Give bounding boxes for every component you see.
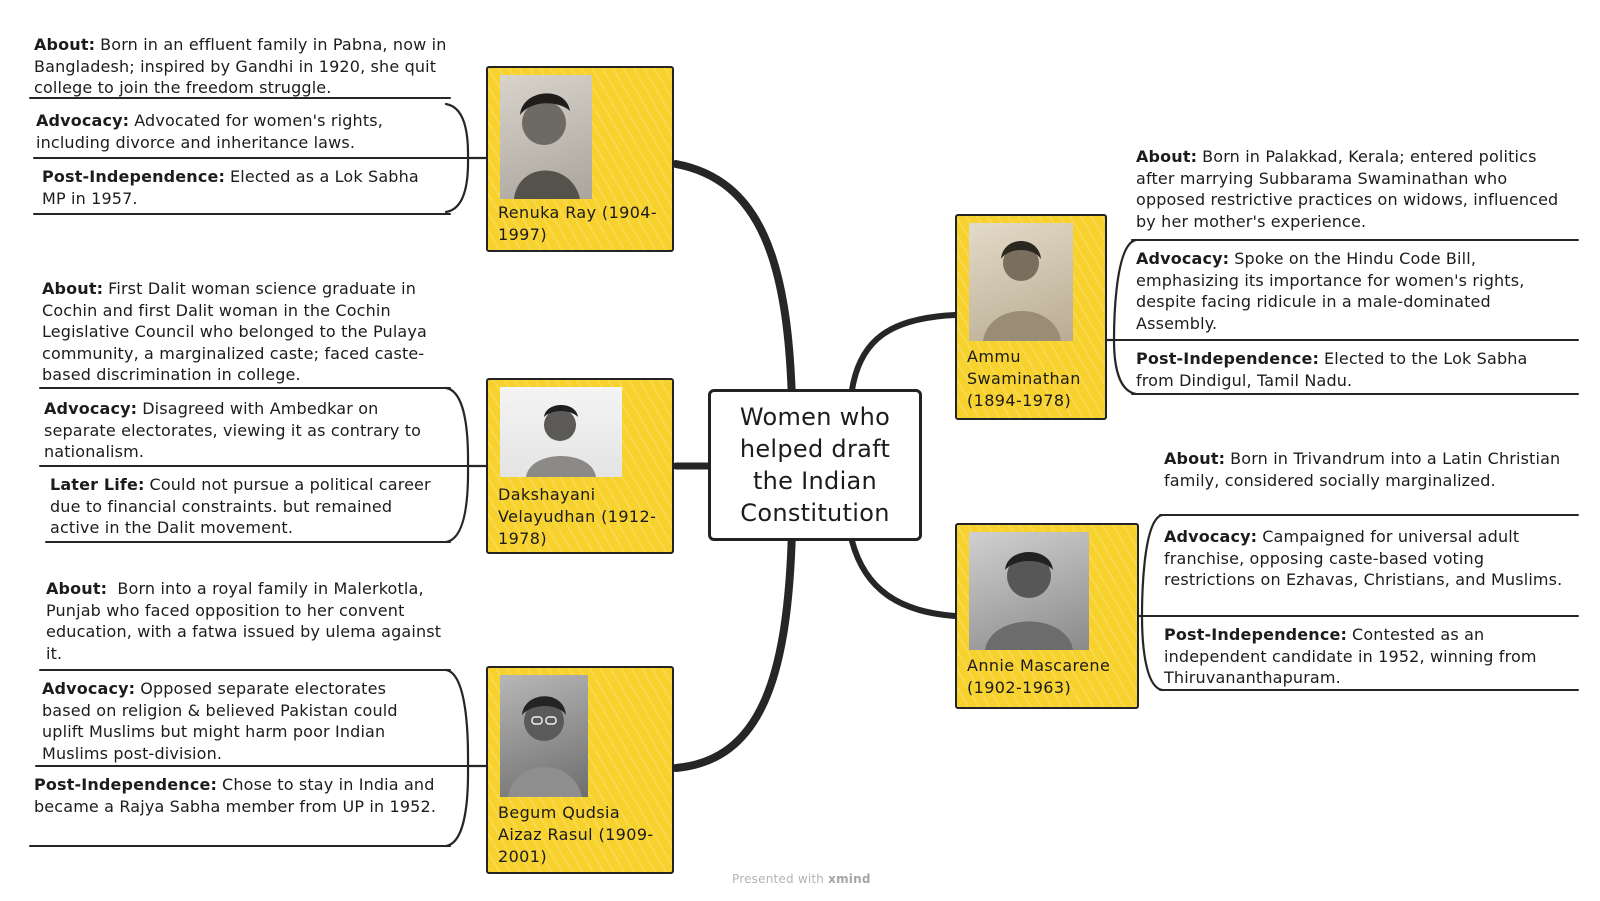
central-topic-text: Women who helped draft the Indian Consti…: [739, 403, 891, 527]
note-label: About:: [42, 279, 104, 298]
note-text: Disagreed with Ambedkar on separate elec…: [44, 399, 422, 461]
branch-ammu-swaminathan: [849, 312, 958, 393]
bracket-begum-qudsia: [444, 668, 488, 848]
note-text: Born in an effluent family in Pabna, now…: [34, 35, 447, 97]
note-about: About:Born in Palakkad, Kerala; entered …: [1136, 146, 1564, 232]
note-advocacy: Advocacy:Disagreed with Ambedkar on sepa…: [44, 398, 444, 463]
portrait-photo: [500, 75, 592, 199]
note-post-independence: Post-Independence:Elected to the Lok Sab…: [1136, 348, 1564, 391]
note-text: Born in Trivandrum into a Latin Christia…: [1164, 449, 1561, 490]
note-text: Contested as an independent candidate in…: [1164, 625, 1537, 687]
note-text: First Dalit woman science graduate in Co…: [42, 279, 427, 384]
note-about: About:Born in an effluent family in Pabn…: [34, 34, 454, 99]
note-text: Opposed separate electorates based on re…: [42, 679, 398, 763]
note-label: Post-Independence:: [1136, 349, 1320, 368]
note-text: Elected to the Lok Sabha from Dindigul, …: [1136, 349, 1528, 390]
note-advocacy: Advocacy:Opposed separate electorates ba…: [42, 678, 438, 764]
note-label: Post-Independence:: [34, 775, 218, 794]
note-text: Could not pursue a political career due …: [50, 475, 431, 537]
note-post-independence: Post-Independence:Chose to stay in India…: [34, 774, 446, 817]
card-ammu-swaminathan[interactable]: Ammu Swaminathan (1894-1978): [955, 214, 1107, 420]
footer-attribution: Presented with xmind: [732, 872, 871, 886]
card-name: Ammu Swaminathan (1894-1978): [967, 347, 1081, 410]
card-name: Renuka Ray (1904-1997): [498, 203, 658, 244]
note-label: About:: [34, 35, 96, 54]
note-text: Campaigned for universal adult franchise…: [1164, 527, 1563, 589]
note-post-independence: Post-Independence:Elected as a Lok Sabha…: [42, 166, 442, 209]
central-topic[interactable]: Women who helped draft the Indian Consti…: [708, 389, 922, 541]
xmind-logo: xmind: [828, 872, 871, 886]
note-text: Elected as a Lok Sabha MP in 1957.: [42, 167, 419, 208]
card-annie-mascarene[interactable]: Annie Mascarene (1902-1963): [955, 523, 1139, 709]
note-text: Advocated for women's rights, including …: [36, 111, 383, 152]
note-label: Post-Independence:: [42, 167, 226, 186]
note-later-life: Later Life:Could not pursue a political …: [50, 474, 446, 539]
card-name: Dakshayani Velayudhan (1912-1978): [498, 485, 657, 548]
card-renuka-ray[interactable]: Renuka Ray (1904-1997): [486, 66, 674, 252]
note-label: Later Life:: [50, 475, 145, 494]
note-label: Advocacy:: [1164, 527, 1258, 546]
note-label: Advocacy:: [42, 679, 136, 698]
note-advocacy: Advocacy:Campaigned for universal adult …: [1164, 526, 1568, 591]
portrait-photo: [500, 387, 622, 477]
portrait-photo: [969, 532, 1089, 650]
card-name: Begum Qudsia Aizaz Rasul (1909-2001): [498, 803, 654, 866]
note-label: About:: [1164, 449, 1226, 468]
note-post-independence: Post-Independence:Contested as an indepe…: [1164, 624, 1568, 689]
note-label: Post-Independence:: [1164, 625, 1348, 644]
branch-annie-mascarene: [849, 538, 958, 619]
note-label: Advocacy:: [36, 111, 130, 130]
branch-begum-qudsia: [672, 526, 796, 772]
note-about: About: Born into a royal family in Maler…: [46, 578, 446, 664]
portrait-photo: [969, 223, 1073, 341]
card-dakshayani-velayudhan[interactable]: Dakshayani Velayudhan (1912-1978): [486, 378, 674, 554]
portrait-photo: [500, 675, 588, 797]
card-begum-qudsia-aizaz-rasul[interactable]: Begum Qudsia Aizaz Rasul (1909-2001): [486, 666, 674, 874]
card-name: Annie Mascarene (1902-1963): [967, 656, 1111, 697]
note-label: Advocacy:: [1136, 249, 1230, 268]
note-text: Spoke on the Hindu Code Bill, emphasizin…: [1136, 249, 1525, 333]
note-label: About:: [46, 579, 108, 598]
note-label: About:: [1136, 147, 1198, 166]
note-text: Born in Palakkad, Kerala; entered politi…: [1136, 147, 1559, 231]
note-advocacy: Advocacy:Advocated for women's rights, i…: [36, 110, 446, 153]
note-advocacy: Advocacy:Spoke on the Hindu Code Bill, e…: [1136, 248, 1564, 334]
footer-prefix: Presented with: [732, 872, 825, 886]
branch-renuka-ray: [672, 160, 796, 406]
note-text: Chose to stay in India and became a Rajy…: [34, 775, 437, 816]
note-about: About:First Dalit woman science graduate…: [42, 278, 448, 386]
note-about: About:Born in Trivandrum into a Latin Ch…: [1164, 448, 1568, 491]
note-label: Advocacy:: [44, 399, 138, 418]
note-text: Born into a royal family in Malerkotla, …: [46, 579, 442, 663]
